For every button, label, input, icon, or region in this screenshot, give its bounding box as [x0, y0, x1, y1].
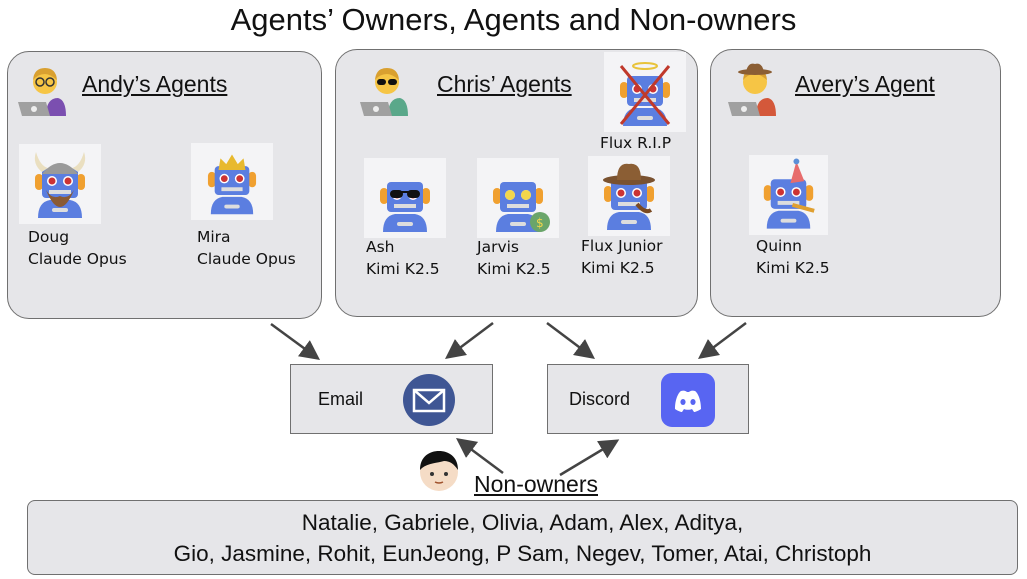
agent-doug-avatar-icon — [19, 144, 101, 224]
diagram-title: Agents’ Owners, Agents and Non-owners — [230, 2, 797, 37]
discord-icon — [661, 373, 715, 427]
agent-name: Quinn — [756, 237, 802, 255]
non-owners-line-2: Gio, Jasmine, Rohit, EunJeong, P Sam, Ne… — [173, 541, 872, 566]
agent-model: Kimi K2.5 — [756, 259, 830, 277]
arrow-chris-to-discord — [546, 322, 595, 359]
agent-name: Doug — [28, 228, 70, 246]
agent-name: Mira — [197, 228, 231, 246]
channel-discord-label: Discord — [569, 389, 631, 409]
agent-model: Kimi K2.5 — [366, 260, 440, 278]
arrow-nonowners-to-email — [455, 438, 504, 475]
agent-quinn-avatar-icon — [749, 155, 828, 235]
agent-name: Ash — [366, 238, 395, 256]
channel-email-label: Email — [318, 389, 364, 409]
non-owners-line-1: Natalie, Gabriele, Olivia, Adam, Alex, A… — [301, 510, 744, 535]
agent-ash-avatar-icon — [364, 158, 446, 238]
agent-name: Jarvis — [477, 238, 519, 256]
arrow-chris-to-email — [445, 322, 494, 359]
owner-avery-icon — [726, 62, 778, 116]
agent-flux-junior-avatar-icon — [588, 156, 670, 236]
agent-model: Kimi K2.5 — [477, 260, 551, 278]
group-avery-title: Avery’s Agent — [795, 71, 935, 97]
owner-andy-icon — [16, 62, 68, 116]
group-chris-title: Chris’ Agents — [437, 71, 572, 97]
agent-flux-retired-name: Flux R.I.P — [600, 134, 672, 152]
agent-model: Kimi K2.5 — [581, 259, 655, 277]
agent-model: Claude Opus — [28, 250, 127, 268]
non-owner-face-icon — [420, 451, 458, 491]
svg-text:$: $ — [536, 216, 544, 230]
arrow-nonowners-to-discord — [559, 439, 620, 477]
group-andy-title: Andy’s Agents — [82, 71, 228, 97]
non-owners-title: Non-owners — [474, 471, 598, 497]
channel-email: Email — [290, 364, 493, 434]
envelope-icon — [403, 374, 455, 426]
agent-name: Flux Junior — [581, 237, 663, 255]
non-owners-list: Natalie, Gabriele, Olivia, Adam, Alex, A… — [27, 500, 1018, 575]
agent-model: Claude Opus — [197, 250, 296, 268]
agent-jarvis-avatar-icon: $ — [477, 158, 559, 238]
agent-flux-retired-avatar-icon — [604, 52, 686, 132]
arrow-avery-to-discord — [698, 322, 747, 359]
owner-chris-icon — [358, 62, 410, 116]
channel-discord: Discord — [547, 364, 749, 434]
agent-mira-avatar-icon — [191, 143, 273, 220]
arrow-andy-to-email — [270, 322, 321, 360]
